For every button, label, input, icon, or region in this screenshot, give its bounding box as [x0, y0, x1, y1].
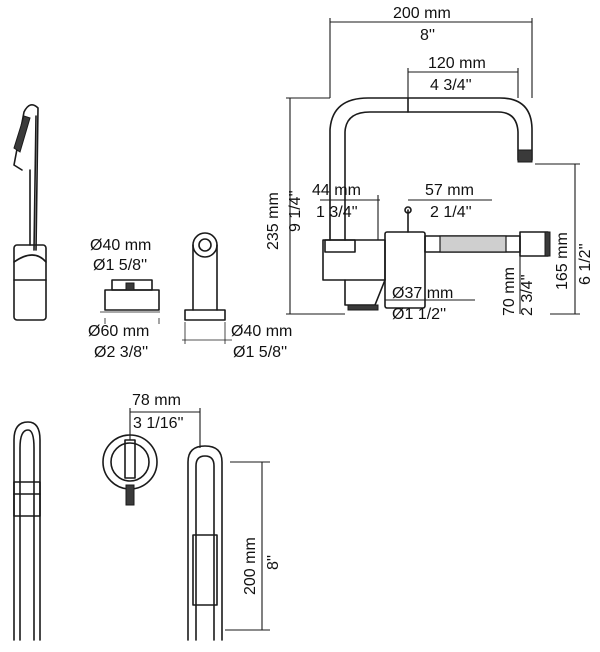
dim-spout-height: 165 mm 6 1/2'' [535, 163, 594, 315]
spray-offset-in: 2 1/4'' [430, 204, 472, 221]
height-mm: 235 mm [265, 192, 282, 250]
flange-dia-in: Ø2 3/8'' [94, 344, 148, 361]
dim-spout-reach: 120 mm 4 3/4'' [407, 55, 519, 98]
spout-height-in: 6 1/2'' [577, 243, 594, 285]
base-height-mm: 70 mm [501, 267, 518, 316]
dim-handle-offset: 44 mm 1 3/4'' [312, 182, 380, 240]
knob-dia-mm: Ø40 mm [90, 237, 151, 254]
dim-height: 235 mm 9 1/4'' [265, 97, 345, 315]
side-view-faucet [13, 104, 47, 321]
handle-knob-labels: Ø40 mm Ø1 5/8'' Ø60 mm Ø2 3/8'' [88, 237, 160, 361]
base-height-in: 2 3/4'' [519, 274, 536, 316]
handle-top-view: 78 mm 3 1/16'' [102, 392, 201, 506]
dim-base-height: 70 mm 2 3/4'' [501, 252, 536, 316]
knob-dia-in: Ø1 5/8'' [93, 257, 147, 274]
spray-holder-part: Ø40 mm Ø1 5/8'' [182, 232, 292, 361]
spout-top-view [13, 421, 41, 641]
spray-hose-view: 200 mm 8'' [187, 445, 282, 641]
dim-total-width: 200 mm 8'' [329, 5, 533, 98]
spray-dia-in: Ø1 5/8'' [233, 344, 287, 361]
handle-depth-in: 3 1/16'' [133, 415, 184, 432]
flange-dia-mm: Ø60 mm [88, 323, 149, 340]
total-width-mm: 200 mm [393, 5, 451, 22]
body-dia-in: Ø1 1/2'' [392, 306, 446, 323]
dim-body-diameter: Ø37 mm Ø1 1/2'' [385, 285, 475, 323]
handle-depth-mm: 78 mm [132, 392, 181, 409]
spout-reach-in: 4 3/4'' [430, 77, 472, 94]
handle-offset-mm: 44 mm [312, 182, 361, 199]
handle-offset-in: 1 3/4'' [316, 204, 358, 221]
total-width-in: 8'' [420, 27, 435, 44]
spray-offset-mm: 57 mm [425, 182, 474, 199]
body-dia-mm: Ø37 mm [392, 285, 453, 302]
front-view-faucet [322, 97, 551, 311]
hose-length-in: 8'' [265, 555, 282, 570]
handle-knob-part [100, 279, 160, 313]
spout-height-mm: 165 mm [554, 232, 571, 290]
spout-reach-mm: 120 mm [428, 55, 486, 72]
dim-spray-offset: 57 mm 2 1/4'' [408, 182, 492, 221]
spray-dia-mm: Ø40 mm [231, 323, 292, 340]
height-in: 9 1/4'' [287, 190, 304, 232]
hose-length-mm: 200 mm [242, 537, 259, 595]
